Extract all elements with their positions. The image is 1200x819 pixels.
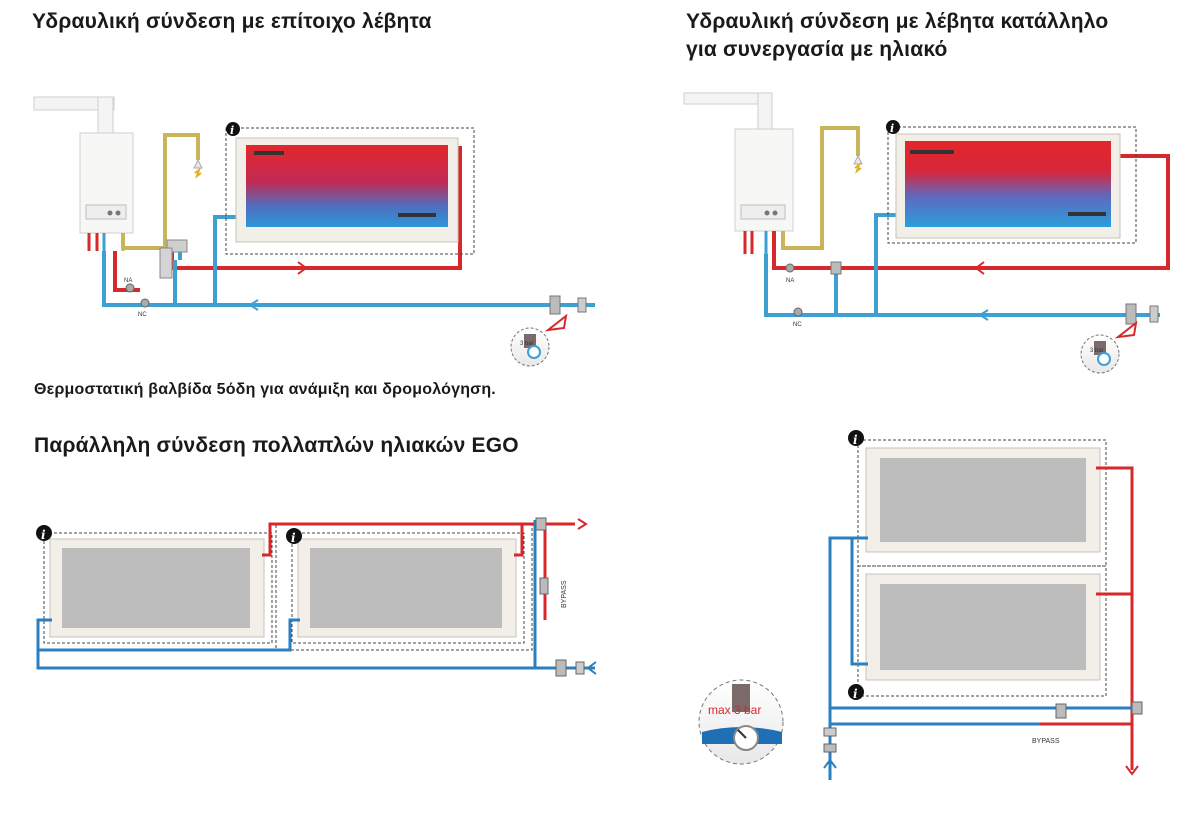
diagram-solar-boiler: NA NC i 3 bar <box>683 92 1170 374</box>
svg-text:i: i <box>890 122 894 135</box>
info-icon <box>36 525 52 541</box>
label-nc-2: NC <box>793 322 802 328</box>
hot-pipe-2 <box>772 154 1170 270</box>
diagram-parallel-horizontal: i i BYPASS <box>36 517 597 677</box>
pressure-dial-2: 3 bar <box>1080 320 1138 374</box>
cold-pipe-3 <box>36 520 595 670</box>
heading-solar-boiler-line2: για συνεργασία με ηλιακό <box>686 38 948 61</box>
label-na-1: NA <box>124 278 132 284</box>
info-icon <box>886 120 900 134</box>
label-na-2: NA <box>786 278 794 284</box>
gas-pipe <box>121 133 200 250</box>
heading-solar-boiler-line1: Υδραυλική σύνδεση με λέβητα κατάλληλο <box>686 10 1109 33</box>
info-icon <box>848 430 864 446</box>
label-bypass-1: BYPASS <box>561 580 568 608</box>
label-max-pressure: max 3 bar <box>708 703 761 717</box>
info-icon <box>286 528 302 544</box>
solar-ready-boiler <box>734 128 794 232</box>
flue-pipe <box>33 96 115 134</box>
svg-text:i: i <box>230 124 234 137</box>
info-icon <box>226 122 240 136</box>
label-nc-1: NC <box>138 312 147 318</box>
info-icon <box>848 684 864 700</box>
svg-text:i: i <box>853 433 858 447</box>
diagram-wall-boiler: NA NC i 3 bar <box>33 96 595 367</box>
heading-parallel: Παράλληλη σύνδεση πολλαπλών ηλιακών EGO <box>34 434 519 457</box>
svg-text:i: i <box>41 528 46 542</box>
svg-text:i: i <box>291 531 296 545</box>
label-bypass-2: BYPASS <box>1032 738 1060 745</box>
svg-text:i: i <box>853 687 858 701</box>
hot-pipe-4 <box>1040 466 1134 770</box>
svg-text:3 bar: 3 bar <box>520 341 534 347</box>
tank-install-area-2 <box>887 126 1137 244</box>
svg-text:3 bar: 3 bar <box>1090 348 1104 354</box>
pressure-dial-1: 3 bar <box>510 313 568 367</box>
cold-pipe-4 <box>828 536 1136 780</box>
wall-boiler <box>79 132 134 234</box>
heading-thermostatic-valve: Θερμοστατική βαλβίδα 5όδη για ανάμιξη κα… <box>34 381 496 398</box>
cold-pipe-2 <box>764 213 1160 317</box>
pressure-dial-large: max 3 bar <box>698 679 784 765</box>
heading-solar-boiler: Υδραυλική σύνδεση με λέβητα κατάλληλο γι… <box>686 8 1108 64</box>
hot-pipe-3 <box>262 522 575 620</box>
gas-pipe-2 <box>781 126 860 250</box>
flue-pipe-2 <box>683 92 773 130</box>
cold-pipe-1 <box>102 215 595 307</box>
heading-wall-boiler: Υδραυλική σύνδεση με επίτοιχο λέβητα <box>32 10 432 33</box>
tank-install-area <box>225 127 475 255</box>
diagram-parallel-vertical: i i BYPASS max 3 bar <box>698 430 1143 780</box>
